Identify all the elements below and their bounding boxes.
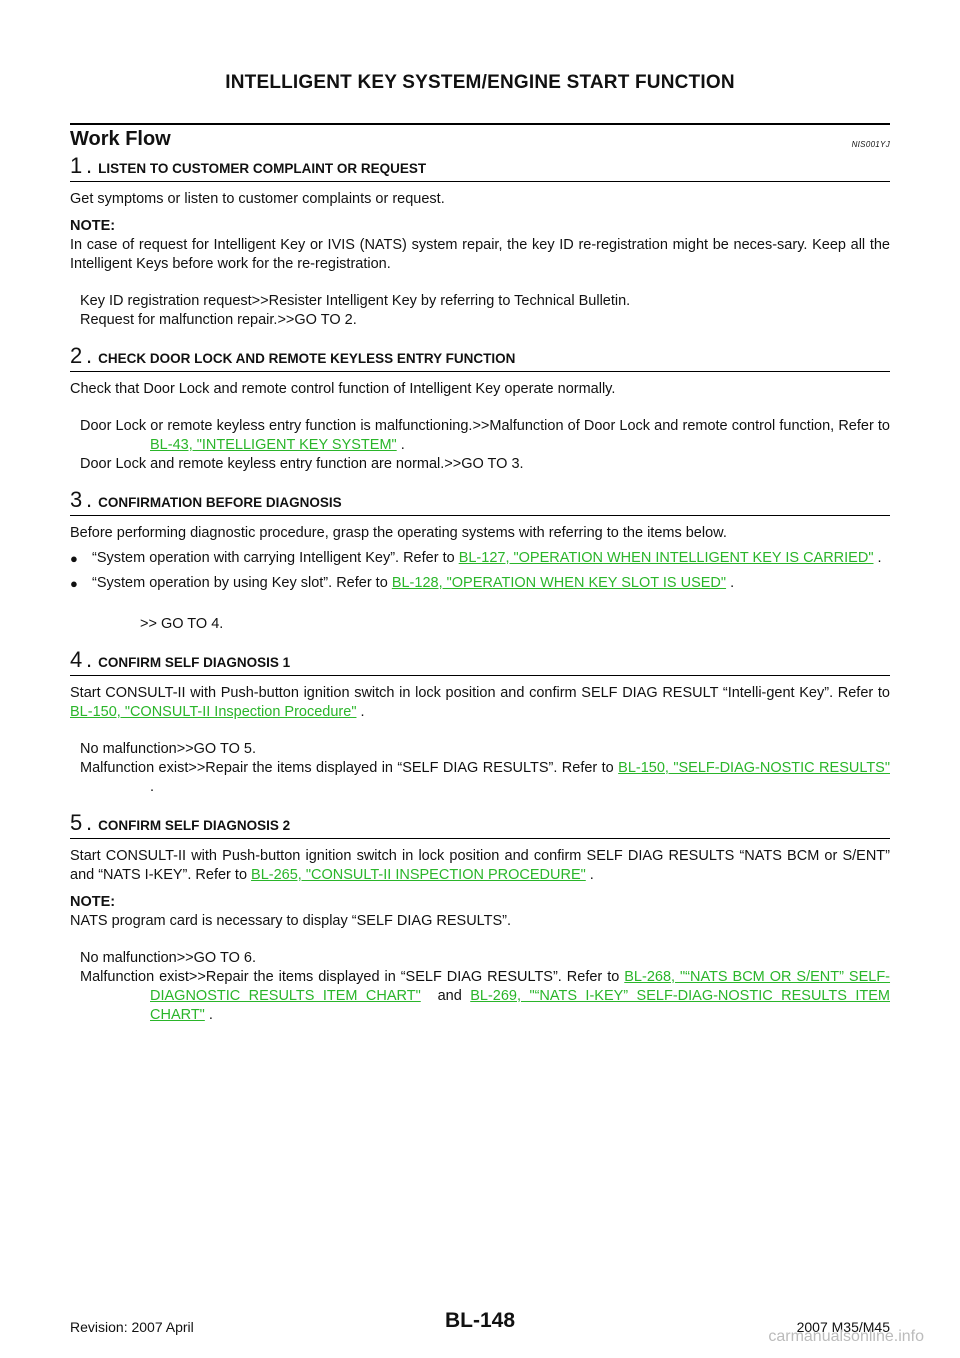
watermark-text: carmanualsonline.info [768, 1328, 924, 1345]
result-line: >> GO TO 4. [140, 616, 224, 632]
step-results: Door Lock or remote keyless entry functi… [80, 417, 890, 474]
section-id: NIS001YJ [851, 140, 890, 149]
step-body: Before performing diagnostic procedure, … [70, 525, 727, 541]
step-2-heading: 2. CHECK DOOR LOCK AND REMOTE KEYLESS EN… [70, 343, 890, 372]
step-number: 4 [70, 647, 83, 672]
step-1: 1. LISTEN TO CUSTOMER COMPLAINT OR REQUE… [70, 153, 890, 330]
bullet-icon: ● [70, 551, 78, 566]
step-4-heading: 4. CONFIRM SELF DIAGNOSIS 1 [70, 647, 890, 676]
note-text: NATS program card is necessary to displa… [70, 913, 512, 929]
step-title: CONFIRM SELF DIAGNOSIS 1 [98, 655, 291, 670]
step-number: 3 [70, 487, 83, 512]
note-label: NOTE: [70, 218, 116, 234]
result-line: Key ID registration request>>Resister In… [80, 293, 631, 309]
step-body: Start CONSULT-II with Push-button igniti… [70, 685, 890, 720]
footer-revision: Revision: 2007 April [70, 1319, 194, 1335]
footer-model: 2007 M35/M45 [796, 1319, 890, 1335]
note-label: NOTE: [70, 894, 116, 910]
step-5-heading: 5. CONFIRM SELF DIAGNOSIS 2 [70, 810, 890, 839]
note-text: In case of request for Intelligent Key o… [70, 237, 890, 272]
link-bl-268[interactable]: BL-268, "“NATS BCM OR S/ENT” SELF-DIAGNO… [150, 969, 891, 1004]
step-title: LISTEN TO CUSTOMER COMPLAINT OR REQUEST [98, 161, 427, 176]
step-2: 2. CHECK DOOR LOCK AND REMOTE KEYLESS EN… [70, 343, 890, 474]
step-body: Get symptoms or listen to customer compl… [70, 191, 445, 207]
result-line: Door Lock or remote keyless entry functi… [80, 418, 890, 453]
step-3: 3. CONFIRMATION BEFORE DIAGNOSIS Before … [70, 487, 890, 634]
footer-page-number: BL-148 [444, 1309, 516, 1332]
result-line: Request for malfunction repair.>>GO TO 2… [80, 312, 357, 328]
link-bl-43[interactable]: BL-43, "INTELLIGENT KEY SYSTEM" [150, 437, 397, 453]
work-flow-content: 1. LISTEN TO CUSTOMER COMPLAINT OR REQUE… [70, 150, 890, 1025]
header-divider [70, 123, 890, 125]
step-title: CONFIRMATION BEFORE DIAGNOSIS [98, 495, 342, 510]
step-results: >> GO TO 4. [140, 615, 890, 634]
step-body: Start CONSULT-II with Push-button igniti… [70, 848, 890, 883]
step-body: Check that Door Lock and remote control … [70, 381, 616, 397]
link-bl-127[interactable]: BL-127, "OPERATION WHEN INTELLIGENT KEY … [458, 550, 874, 566]
result-line: Malfunction exist>>Repair the items disp… [80, 760, 890, 795]
step-3-heading: 3. CONFIRMATION BEFORE DIAGNOSIS [70, 487, 890, 516]
step-number: 1 [70, 153, 83, 178]
bullet-icon: ● [70, 576, 78, 591]
step-4: 4. CONFIRM SELF DIAGNOSIS 1 Start CONSUL… [70, 647, 890, 797]
step-1-heading: 1. LISTEN TO CUSTOMER COMPLAINT OR REQUE… [70, 153, 890, 182]
step-results: Key ID registration request>>Resister In… [80, 292, 890, 330]
list-item: ●“System operation with carrying Intelli… [70, 550, 882, 566]
step-title: CONFIRM SELF DIAGNOSIS 2 [98, 818, 291, 833]
link-bl-150-inspection[interactable]: BL-150, "CONSULT-II Inspection Procedure… [70, 704, 357, 720]
page-header-title: INTELLIGENT KEY SYSTEM/ENGINE START FUNC… [225, 72, 735, 93]
link-bl-128[interactable]: BL-128, "OPERATION WHEN KEY SLOT IS USED… [391, 575, 727, 591]
link-bl-269[interactable]: BL-269, "“NATS I-KEY” SELF-DIAG-NOSTIC R… [150, 988, 890, 1023]
step-results: No malfunction>>GO TO 6. Malfunction exi… [80, 949, 890, 1025]
result-line: No malfunction>>GO TO 6. [80, 950, 256, 966]
step-number: 2 [70, 343, 83, 368]
list-item: ●“System operation by using Key slot”. R… [70, 575, 735, 591]
step-results: No malfunction>>GO TO 5. Malfunction exi… [80, 740, 890, 797]
link-bl-265[interactable]: BL-265, "CONSULT-II INSPECTION PROCEDURE… [251, 867, 586, 883]
step-5: 5. CONFIRM SELF DIAGNOSIS 2 Start CONSUL… [70, 810, 890, 1025]
link-bl-150-results[interactable]: BL-150, "SELF-DIAG-NOSTIC RESULTS" [618, 760, 890, 776]
result-line: Door Lock and remote keyless entry funct… [80, 456, 524, 472]
result-line: Malfunction exist>>Repair the items disp… [80, 969, 891, 1023]
section-title: Work Flow [70, 128, 171, 150]
result-line: No malfunction>>GO TO 5. [80, 741, 256, 757]
bullet-list: ●“System operation with carrying Intelli… [70, 549, 890, 593]
step-number: 5 [70, 810, 83, 835]
step-title: CHECK DOOR LOCK AND REMOTE KEYLESS ENTRY… [98, 351, 516, 366]
